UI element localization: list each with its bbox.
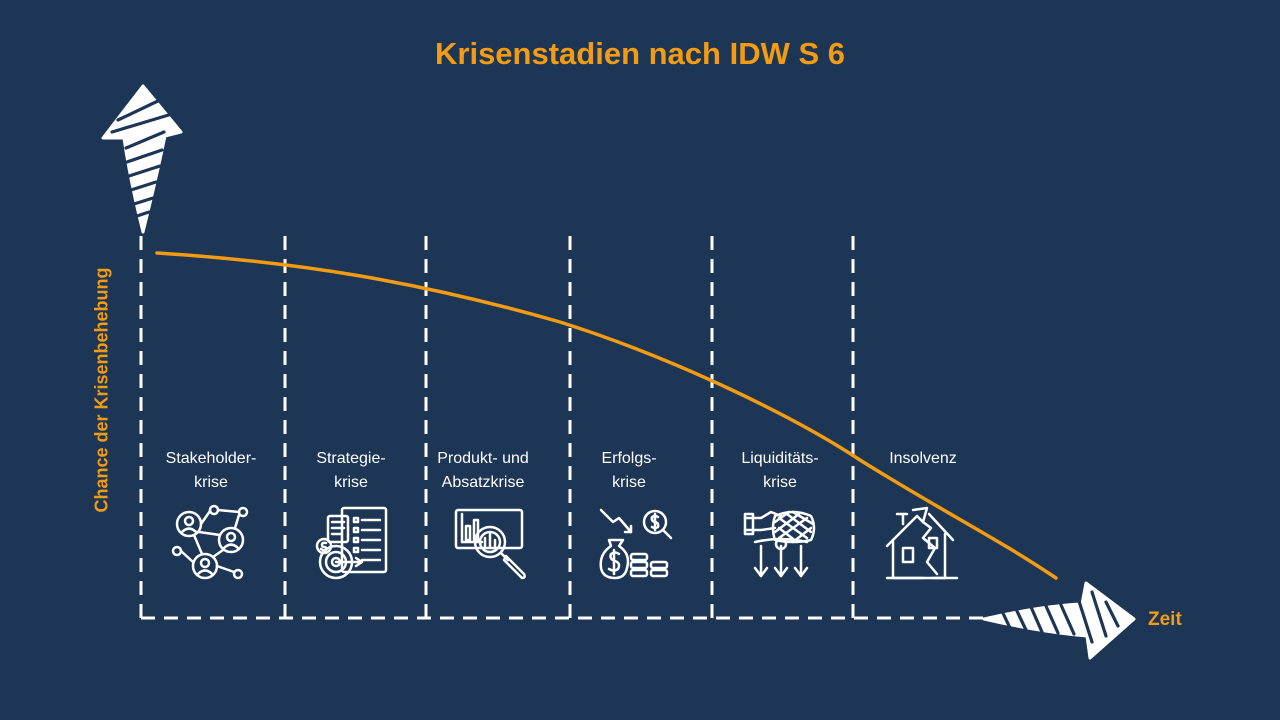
decline-curve	[155, 251, 1058, 580]
stage-label-stakeholder: Stakeholder- krise	[165, 450, 257, 491]
stage-label-produkt: Produkt- und Absatzkrise	[437, 450, 529, 491]
stage-label-erfolg: Erfolgs- krise	[601, 450, 657, 491]
analytics-magnifier-icon	[454, 508, 526, 580]
money-decline-icon	[599, 508, 673, 580]
stage-dividers	[139, 236, 990, 620]
stage-label-strategie: Strategie- krise	[316, 450, 386, 491]
x-axis-arrow-icon	[982, 581, 1136, 660]
x-axis-label: Zeit	[1148, 609, 1182, 630]
network-people-icon	[171, 504, 249, 580]
strategy-target-icon	[315, 506, 388, 580]
y-axis-arrow-icon	[101, 84, 183, 234]
broken-house-icon	[885, 506, 959, 580]
stage-label-insolvenz: Insolvenz	[889, 450, 957, 467]
slide-title: Krisenstadien nach IDW S 6	[435, 36, 845, 71]
stage-label-liquiditaet: Liquiditäts- krise	[741, 450, 819, 491]
cash-outflow-icon	[743, 510, 816, 578]
